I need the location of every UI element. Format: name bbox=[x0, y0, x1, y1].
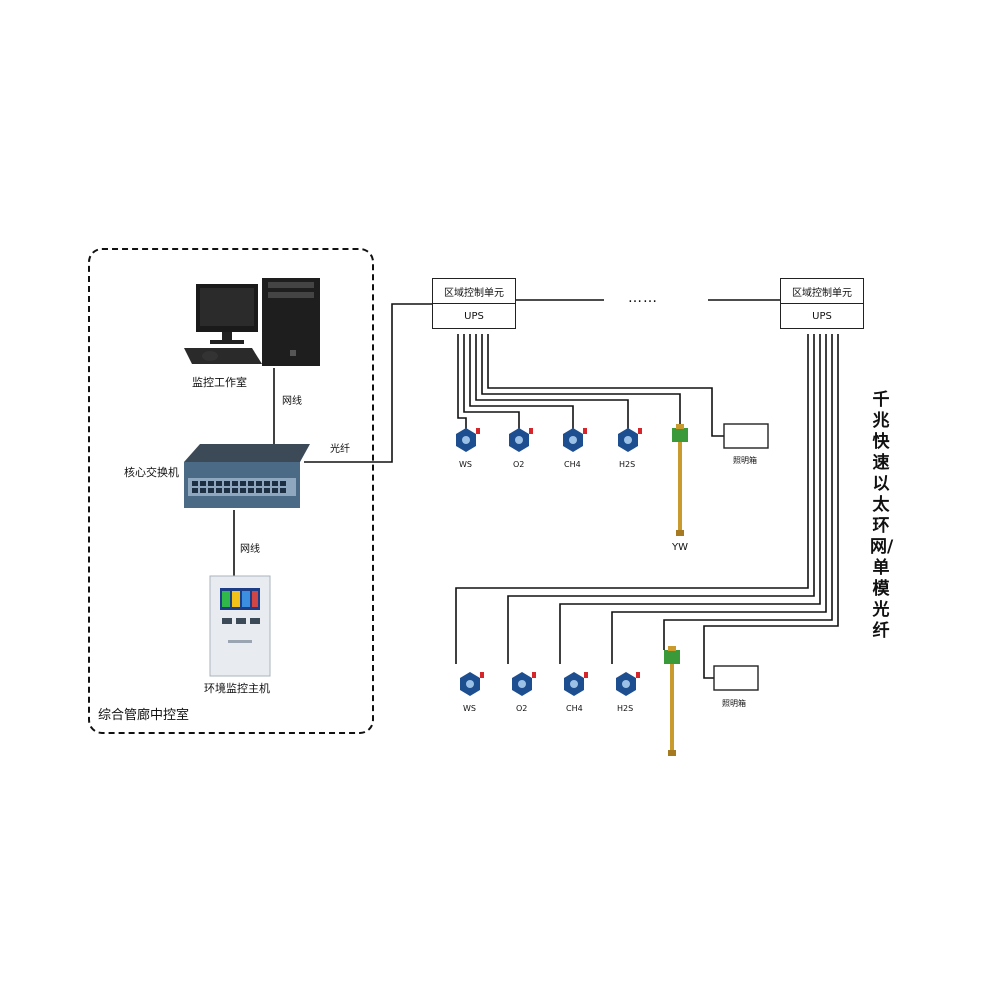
row2-sensor-label-ch4: CH4 bbox=[566, 704, 583, 713]
row1-sensor-label-h2s: H2S bbox=[619, 460, 636, 469]
network-type-caption: 千兆快速以太环网/单模光纤 bbox=[870, 390, 894, 641]
sensor-icon-row1-o2 bbox=[509, 428, 533, 452]
zone-control-unit-1: 区域控制单元 UPS bbox=[432, 278, 516, 329]
level-sensor-icon-row2 bbox=[664, 646, 680, 756]
sensor-icon-row2-ch4 bbox=[564, 672, 588, 696]
row1-sensor-label-ws: WS bbox=[459, 460, 472, 469]
ellipsis: …… bbox=[628, 290, 658, 306]
keyboard-icon bbox=[184, 348, 262, 364]
sensor-icon-row1-h2s bbox=[618, 428, 642, 452]
row1-sensor-label-ch4: CH4 bbox=[564, 460, 581, 469]
light-box-row2 bbox=[713, 665, 759, 691]
zone-unit-1-title: 区域控制单元 bbox=[433, 279, 515, 304]
sensor-icon-row2-h2s bbox=[616, 672, 640, 696]
row2-sensor-label-o2: O2 bbox=[516, 704, 528, 713]
row1-light-box-label: 照明箱 bbox=[733, 456, 757, 465]
row1-level-label: YW bbox=[672, 542, 688, 553]
monitoring-host-icon bbox=[209, 575, 271, 677]
zone-control-unit-2: 区域控制单元 UPS bbox=[780, 278, 864, 329]
row1-sensor-label-o2: O2 bbox=[513, 460, 525, 469]
fiber-label: 光纤 bbox=[330, 444, 350, 455]
row2-sensor-label-h2s: H2S bbox=[617, 704, 634, 713]
sensor-icon-row2-ws bbox=[460, 672, 484, 696]
net-cable-bottom-label: 网线 bbox=[240, 544, 260, 555]
computer-tower-icon bbox=[262, 278, 320, 366]
control-room-boundary bbox=[88, 248, 374, 734]
workstation-label: 监控工作室 bbox=[192, 376, 247, 389]
row2-light-box-label: 照明箱 bbox=[722, 699, 746, 708]
zone-unit-1-ups: UPS bbox=[464, 310, 484, 322]
zone-unit-2-title: 区域控制单元 bbox=[781, 279, 863, 304]
sensor-icon-row1-ch4 bbox=[563, 428, 587, 452]
host-label: 环境监控主机 bbox=[204, 682, 270, 695]
switch-icon bbox=[184, 444, 310, 508]
sensor-icon-row1-ws bbox=[456, 428, 480, 452]
monitor-icon bbox=[196, 284, 258, 344]
switch-label: 核心交换机 bbox=[124, 466, 179, 479]
row2-sensor-label-ws: WS bbox=[463, 704, 476, 713]
sensor-icon-row2-o2 bbox=[512, 672, 536, 696]
light-box-row1 bbox=[723, 423, 769, 449]
net-cable-top-label: 网线 bbox=[282, 396, 302, 407]
zone-unit-2-ups: UPS bbox=[812, 310, 832, 322]
level-sensor-icon-row1 bbox=[672, 424, 688, 536]
control-room-label: 综合管廊中控室 bbox=[98, 708, 190, 723]
